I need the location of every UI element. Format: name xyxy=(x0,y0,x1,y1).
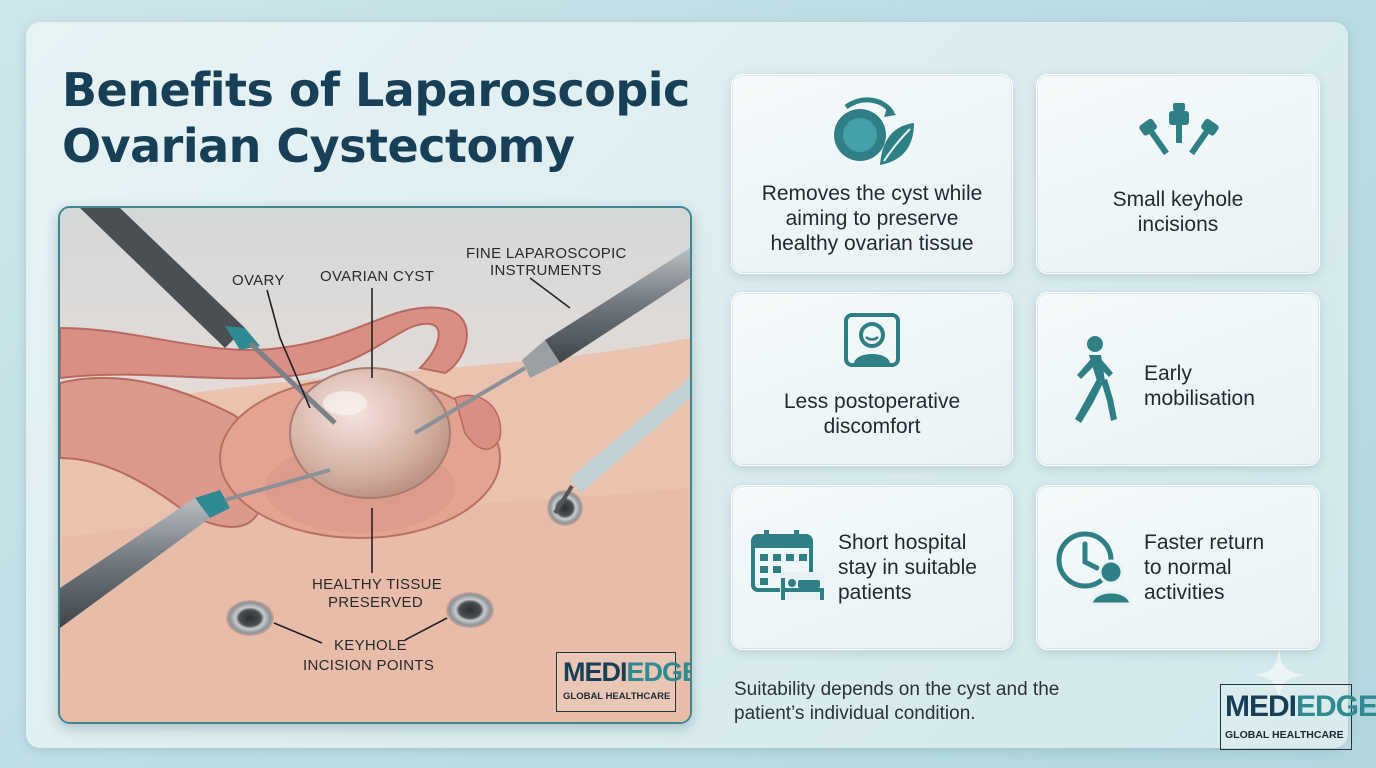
label-healthy-line2: PRESERVED xyxy=(328,594,423,611)
benefit-6-line-2: to normal xyxy=(1144,556,1232,579)
label-keyhole-line2: INCISION POINTS xyxy=(303,657,434,674)
ovary-leaf-icon xyxy=(834,97,914,165)
illustration-logo-sub: GLOBAL HEALTHCARE xyxy=(563,691,671,702)
brand-logo-b: EDGE xyxy=(1296,690,1376,723)
label-instruments-line1: FINE LAPAROSCOPIC xyxy=(466,245,627,262)
benefit-4-line-1: Early xyxy=(1144,362,1192,385)
suitability-note-line-2: patient’s individual condition. xyxy=(734,703,976,724)
benefit-card-hospital-stay: Short hospital stay in suitable patients xyxy=(731,485,1013,650)
benefit-card-keyhole: Small keyhole incisions xyxy=(1036,74,1320,274)
illustration-logo: MEDIEDGE GLOBAL HEALTHCARE xyxy=(556,652,690,712)
benefit-1-line-2: aiming to preserve xyxy=(785,207,959,230)
label-instruments-line2: INSTRUMENTS xyxy=(490,262,602,279)
title-line-1: Benefits of Laparoscopic xyxy=(62,63,690,117)
suitability-note: Suitability depends on the cyst and the … xyxy=(734,678,1154,726)
benefit-2-line-1: Small keyhole xyxy=(1112,188,1244,211)
benefit-5-line-3: patients xyxy=(838,581,912,604)
walking-person-icon xyxy=(1075,336,1117,423)
benefit-5-line-1: Short hospital xyxy=(838,531,967,554)
calendar-bed-icon xyxy=(751,530,824,600)
label-healthy-line1: HEALTHY TISSUE xyxy=(312,576,442,593)
benefit-3-line-1: Less postoperative xyxy=(783,390,961,413)
patient-comfort-icon xyxy=(844,313,900,367)
benefit-4-line-2: mobilisation xyxy=(1144,387,1255,410)
brand-logo: MEDIEDGE GLOBAL HEALTHCARE xyxy=(1220,684,1376,750)
benefit-1-line-3: healthy ovarian tissue xyxy=(770,232,974,255)
benefit-card-discomfort: Less postoperative discomfort xyxy=(731,292,1013,466)
surgery-illustration: OVARY OVARIAN CYST FINE LAPAROSCOPIC INS… xyxy=(58,206,692,724)
benefit-card-mobilisation: Early mobilisation xyxy=(1036,292,1320,466)
brand-logo-a: MEDI xyxy=(1225,690,1297,723)
title-line-2: Ovarian Cystectomy xyxy=(62,119,575,173)
label-ovary: OVARY xyxy=(232,272,285,289)
label-keyhole-line1: KEYHOLE xyxy=(334,637,407,654)
benefit-6-line-1: Faster return xyxy=(1144,531,1265,554)
clock-person-icon xyxy=(1056,531,1133,606)
label-ovarian-cyst: OVARIAN CYST xyxy=(320,268,434,285)
benefit-6-line-3: activities xyxy=(1144,581,1225,604)
page-title: Benefits of Laparoscopic Ovarian Cystect… xyxy=(62,62,702,174)
keyhole-instruments-icon xyxy=(1139,103,1219,156)
benefit-card-return-activities: Faster return to normal activities xyxy=(1036,485,1320,650)
sparkle-icon xyxy=(1252,648,1306,702)
illustration-logo-brand-a: MEDI xyxy=(563,657,627,687)
illustration-logo-brand-b: EDGE xyxy=(626,657,692,687)
benefit-1-line-1: Removes the cyst while xyxy=(761,182,983,205)
brand-logo-sub: GLOBAL HEALTHCARE xyxy=(1225,729,1344,741)
benefit-card-preserve-tissue: Removes the cyst while aiming to preserv… xyxy=(731,74,1013,274)
suitability-note-line-1: Suitability depends on the cyst and the xyxy=(734,679,1060,700)
benefit-5-line-2: stay in suitable xyxy=(838,556,977,579)
benefit-2-line-2: incisions xyxy=(1137,213,1219,236)
benefit-3-line-2: discomfort xyxy=(823,415,921,438)
surgery-illustration-svg: OVARY OVARIAN CYST FINE LAPAROSCOPIC INS… xyxy=(60,208,690,722)
